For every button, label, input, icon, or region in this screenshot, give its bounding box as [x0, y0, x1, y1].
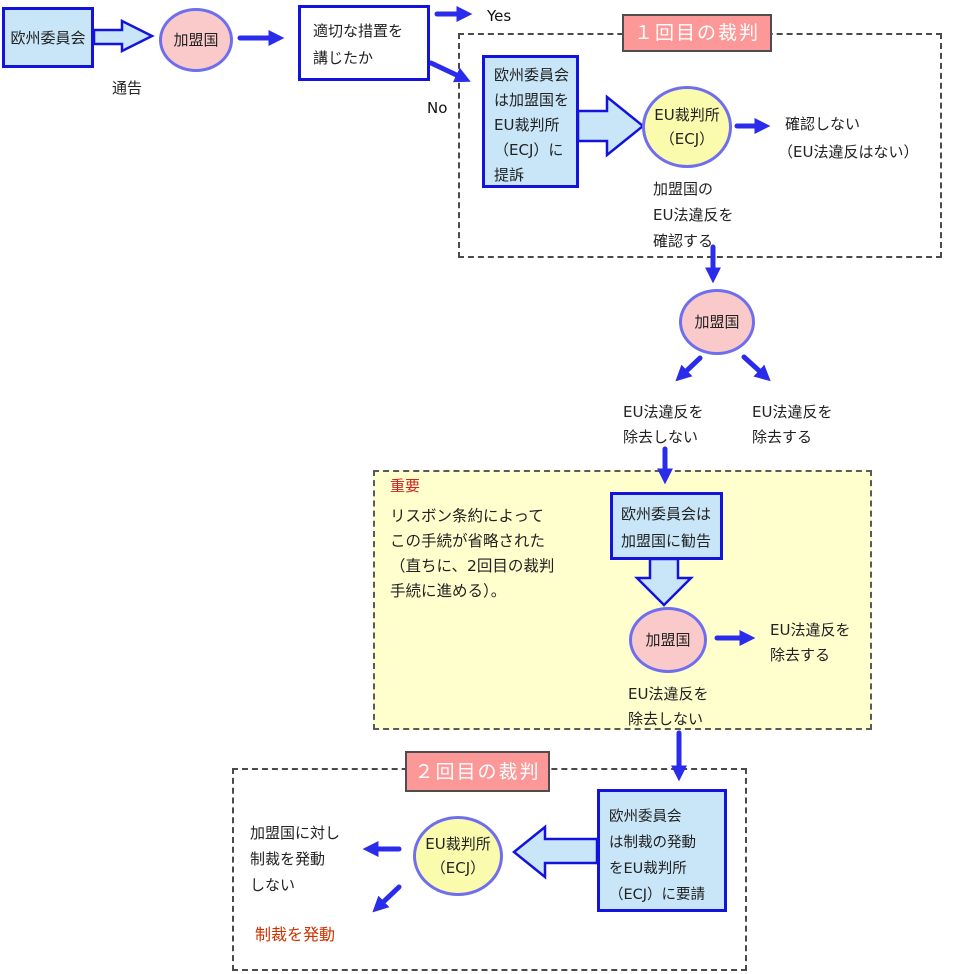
- appeal-line: 欧州委員会: [494, 66, 570, 84]
- not-remove-label-2: EU法違反を 除去しない: [628, 682, 708, 732]
- member-state-label: 加盟国: [173, 31, 219, 49]
- request-box: 欧州委員会 は制裁の発動 をEU裁判所 （ECJ）に要請: [597, 789, 727, 912]
- yes-label: Yes: [487, 7, 512, 25]
- appeal-line: （ECJ）に: [494, 141, 564, 159]
- measures-box: 適切な措置を 講じたか: [298, 5, 430, 81]
- measures-line: 講じたか: [313, 49, 374, 67]
- no-sanction-line: 制裁を発動: [250, 850, 326, 868]
- arrow-ecj2-sanction: [372, 884, 402, 913]
- request-line: をEU裁判所: [609, 861, 687, 877]
- ecj-circle-1: EU裁判所 （ECJ）: [642, 86, 732, 168]
- no-sanction-line: 加盟国に対し: [250, 824, 341, 842]
- not-remove-label-1: EU法違反を 除去しない: [623, 400, 703, 450]
- request-line: は制裁の発動: [609, 835, 696, 851]
- trial1-title-label: １回目の裁判: [633, 22, 760, 44]
- trial2-title: ２回目の裁判: [405, 751, 550, 792]
- member-state-circle-1: 加盟国: [159, 8, 233, 72]
- remove-line: EU法違反を: [770, 621, 851, 639]
- arrow-member-remove: [741, 354, 771, 382]
- not-remove-line: EU法違反を: [623, 403, 704, 421]
- important-note-line: （直ちに、2回目の裁判: [390, 557, 555, 575]
- appeal-line: は加盟国を: [494, 91, 570, 109]
- block-arrow-notify: [92, 18, 155, 54]
- recommend-line: 欧州委員会は: [621, 505, 712, 523]
- commission-box: 欧州委員会: [2, 7, 94, 68]
- important-note: リスボン条約によって この手続が省略された （直ちに、2回目の裁判 手続に進める…: [390, 504, 554, 604]
- confirm-line: EU法違反を: [653, 206, 734, 224]
- trial2-title-label: ２回目の裁判: [414, 760, 541, 783]
- not-confirm-line: （EU法違反はない）: [778, 143, 919, 161]
- notify-label: 通告: [112, 79, 143, 97]
- not-remove-line: 除去しない: [623, 428, 699, 446]
- ecj-line: （ECJ）: [659, 130, 715, 148]
- no-label: No: [427, 99, 448, 117]
- not-remove-line: EU法違反を: [628, 685, 709, 703]
- important-note-line: この手続が省略された: [390, 532, 546, 550]
- request-line: 欧州委員会: [609, 809, 682, 825]
- not-confirm-line: 確認しない: [785, 115, 861, 133]
- remove-line: 除去する: [770, 646, 831, 664]
- measures-line: 適切な措置を: [313, 22, 404, 40]
- member-state-label: 加盟国: [694, 313, 740, 331]
- confirm-line: 加盟国の: [653, 180, 714, 198]
- recommend-line: 加盟国に勧告: [621, 532, 712, 550]
- block-arrow-appeal-to-ecj: [576, 94, 645, 158]
- arrow-member-not-remove: [675, 355, 703, 382]
- member-state-label: 加盟国: [645, 631, 691, 649]
- trial1-title: １回目の裁判: [622, 14, 772, 52]
- important-title: 重要: [390, 477, 421, 495]
- remove-line: EU法違反を: [752, 403, 833, 421]
- request-line: （ECJ）に要請: [609, 887, 706, 903]
- commission-box-label: 欧州委員会: [10, 28, 86, 47]
- appeal-line: 提訴: [494, 166, 525, 184]
- confirm-caption: 加盟国の EU法違反を 確認する: [653, 176, 733, 254]
- appeal-line: EU裁判所: [494, 116, 560, 134]
- recommend-box: 欧州委員会は 加盟国に勧告: [610, 492, 723, 560]
- not-remove-line: 除去しない: [628, 710, 704, 728]
- ecj-line: （ECJ）: [430, 859, 486, 877]
- not-confirm-label: 確認しない （EU法違反はない）: [778, 110, 918, 166]
- no-sanction-label: 加盟国に対し 制裁を発動 しない: [250, 820, 340, 898]
- arrow-no: [428, 60, 471, 83]
- remove-label-1: EU法違反を 除去する: [752, 400, 832, 450]
- confirm-line: 確認する: [653, 232, 714, 250]
- ecj-line: EU裁判所: [654, 106, 720, 124]
- important-note-line: 手続に進める）。: [390, 582, 507, 600]
- block-arrow-request-to-ecj: [512, 824, 599, 880]
- ecj-line: EU裁判所: [425, 835, 491, 853]
- no-sanction-line: しない: [250, 876, 296, 894]
- ecj-circle-2: EU裁判所 （ECJ）: [413, 816, 503, 896]
- remove-label-2: EU法違反を 除去する: [770, 618, 850, 668]
- important-note-line: リスボン条約によって: [390, 507, 544, 525]
- sanction-label: 制裁を発動: [255, 925, 336, 944]
- member-state-circle-2: 加盟国: [679, 289, 755, 355]
- member-state-circle-3: 加盟国: [629, 607, 707, 673]
- appeal-box: 欧州委員会 は加盟国を EU裁判所 （ECJ）に 提訴: [482, 55, 579, 188]
- remove-line: 除去する: [752, 428, 813, 446]
- block-arrow-recommend-to-member: [633, 557, 695, 607]
